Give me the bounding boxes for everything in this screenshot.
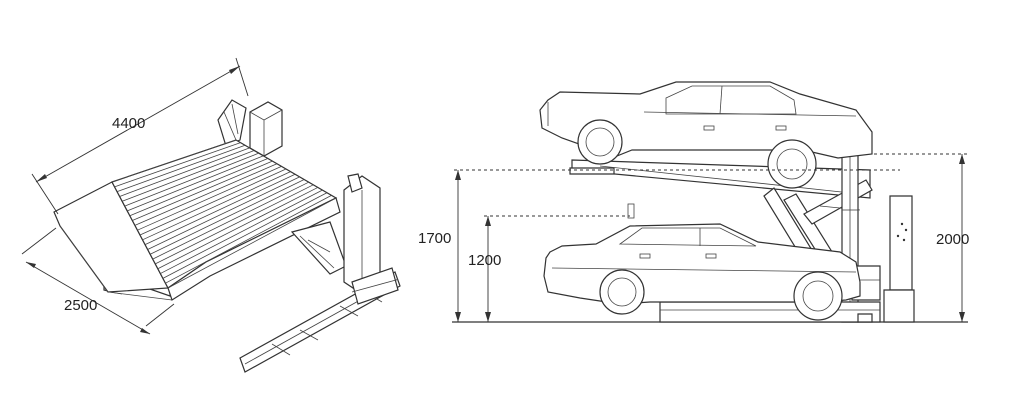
deck-slat (157, 187, 318, 270)
motor-box (249, 101, 283, 157)
dimension-total-height: 2000 (874, 153, 969, 322)
deck-slats (111, 139, 337, 289)
lower-platform (659, 301, 881, 323)
deck-slat (165, 195, 332, 284)
side-elevation-view: 1700 1200 2000 (418, 81, 969, 323)
deck-slat (142, 171, 291, 241)
deck-slat (129, 158, 268, 217)
deck-slat (119, 147, 250, 197)
control-box (883, 195, 915, 323)
deck-slat (111, 139, 237, 183)
dimension-upper-height: 1700 (418, 169, 900, 322)
dimension-width: 2500 (21, 227, 175, 335)
deck-slat (150, 179, 305, 255)
upper-car (539, 81, 873, 189)
deck-slat (147, 176, 300, 250)
deck-slat (155, 184, 314, 265)
lower-car (543, 203, 861, 321)
deck-slat (144, 173, 296, 245)
platform-deck (53, 139, 341, 301)
deck-slat (127, 155, 264, 212)
deck-slat (167, 197, 337, 289)
dimension-length: 4400 (31, 57, 249, 215)
deck-slat (114, 142, 241, 188)
deck-slat (116, 144, 246, 193)
dimension-lower-height: 1200 (468, 215, 630, 322)
deck-slat (152, 181, 309, 260)
deck-slat (124, 152, 259, 207)
dimension-total-height-label: 2000 (936, 231, 969, 248)
dimension-width-label: 2500 (64, 297, 97, 314)
deck-slat (137, 165, 282, 231)
deck-slat (122, 150, 255, 202)
upper-platform (569, 159, 871, 199)
front-frame (343, 173, 399, 305)
lifting-arm (290, 221, 347, 275)
isometric-lift-view: 4400 2500 (21, 57, 401, 373)
deck-slat (160, 189, 323, 274)
dimension-length-label: 4400 (112, 115, 145, 132)
deck-slat (132, 160, 273, 221)
rear-post (217, 99, 247, 147)
dimension-lower-height-label: 1200 (468, 252, 501, 269)
deck-slat (134, 163, 278, 226)
deck-slat (162, 192, 328, 279)
deck-slat (139, 168, 287, 236)
dimension-upper-height-label: 1700 (418, 230, 451, 247)
